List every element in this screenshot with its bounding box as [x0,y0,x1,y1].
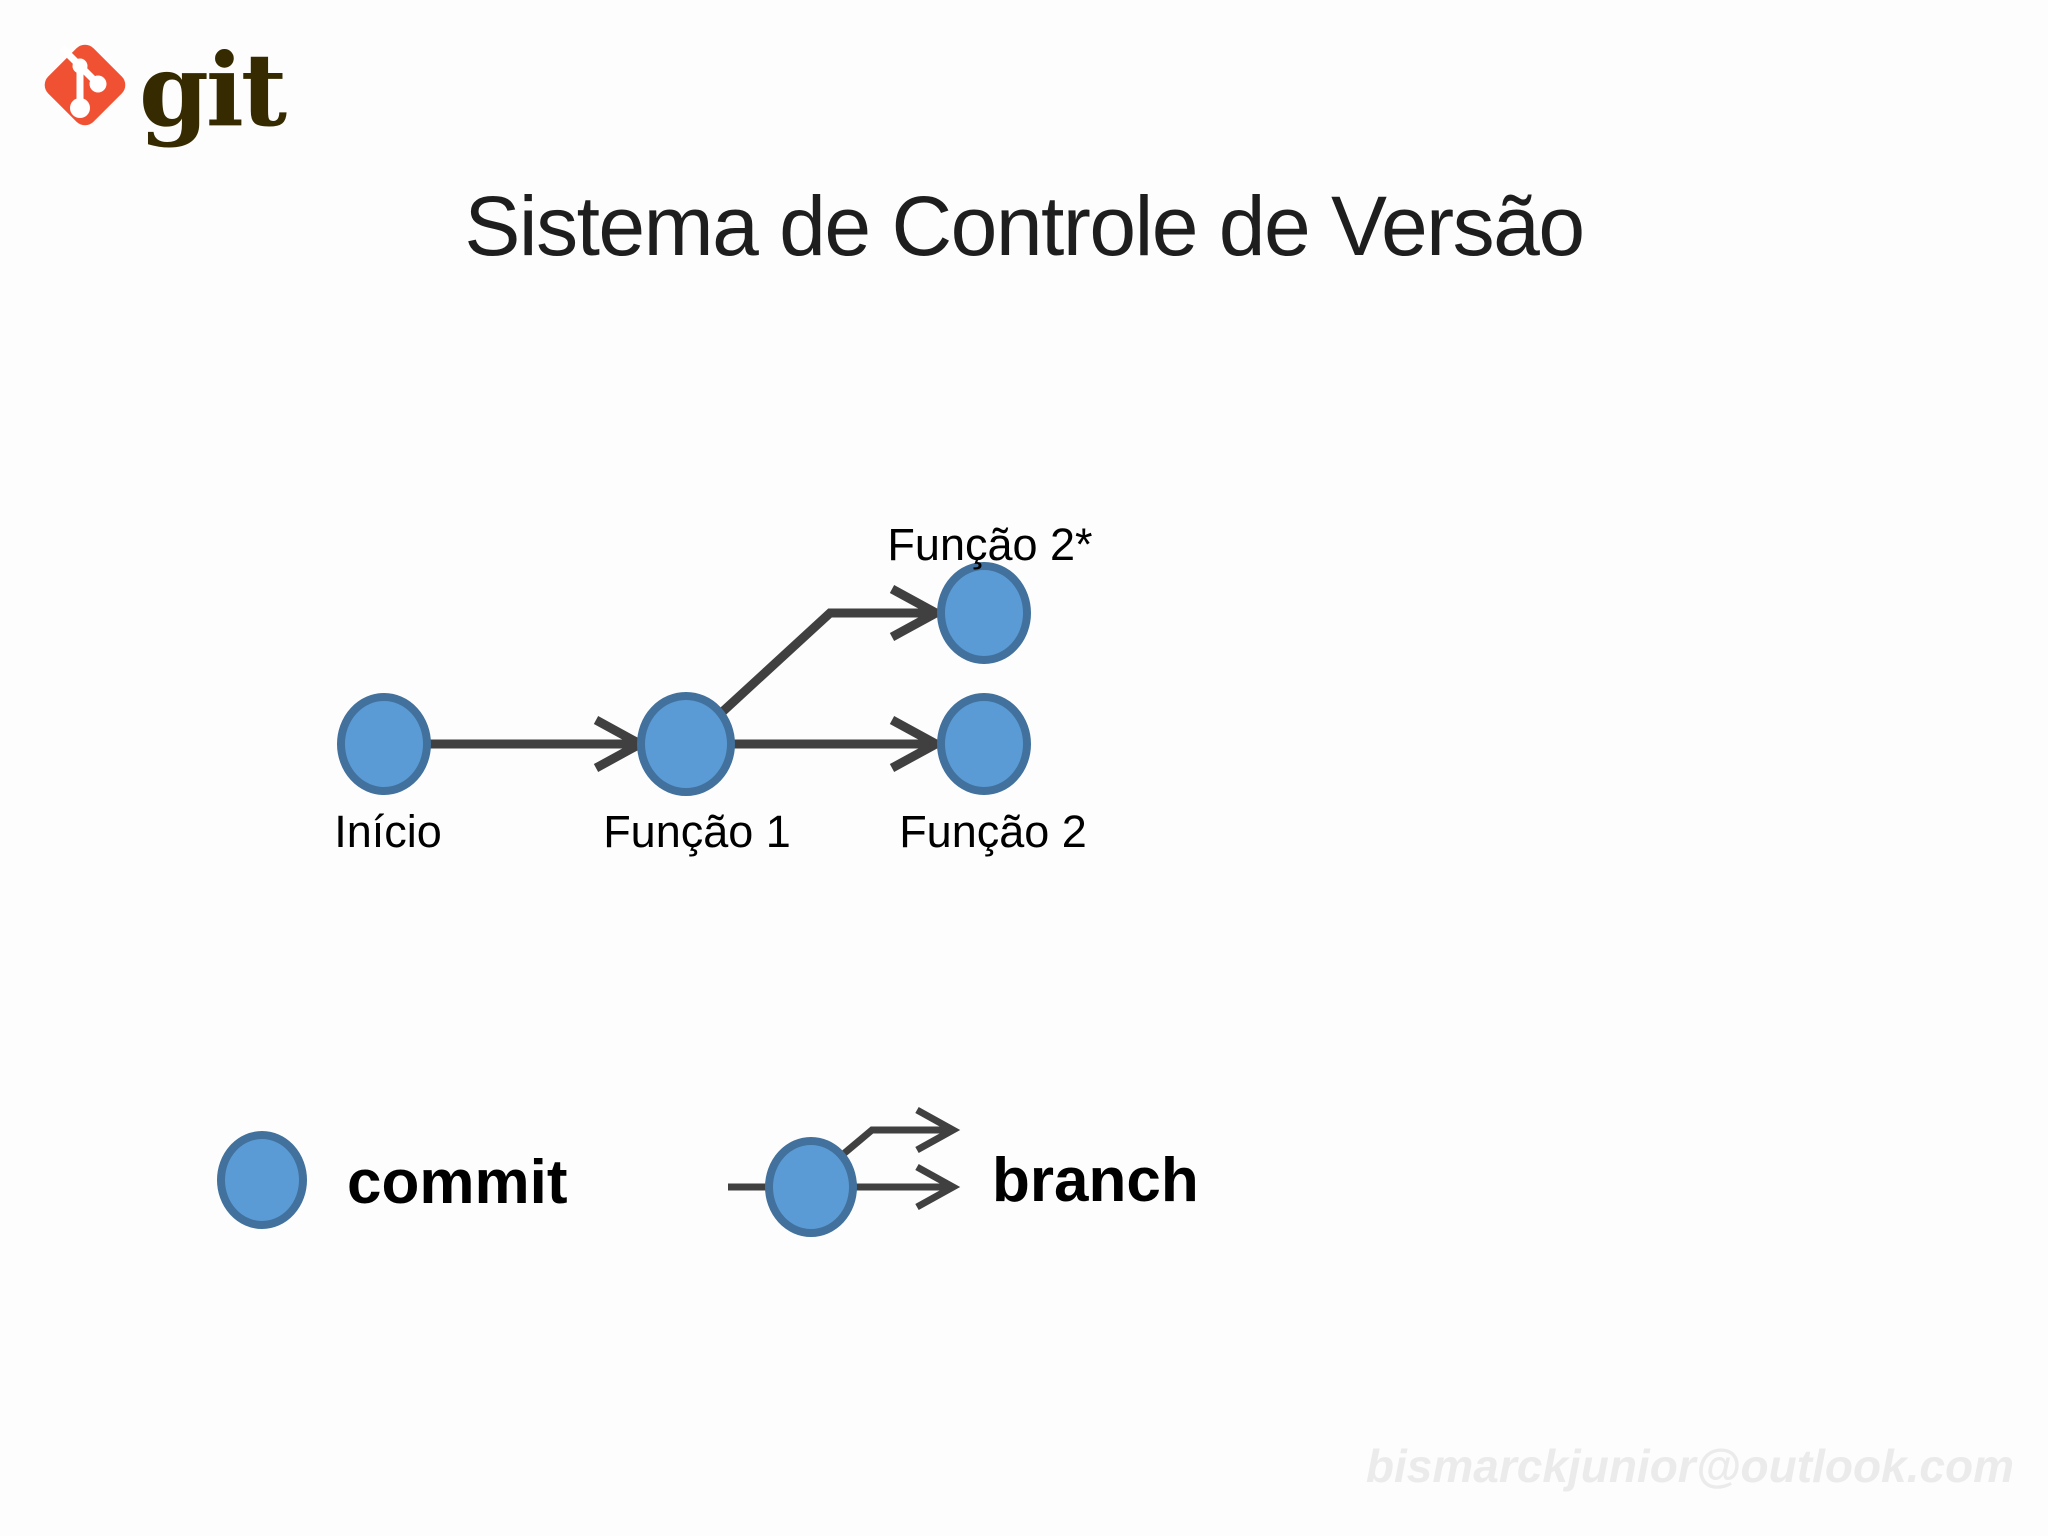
legend-commit-label: commit [347,1148,568,1217]
legend-branch-label: branch [992,1146,1199,1215]
legend-branch-node [765,1137,857,1237]
legend-glyphs [217,1106,961,1237]
git-logo-icon [44,44,126,126]
git-node-bottom [70,98,90,118]
legend-commit-icon [217,1131,307,1229]
arrow-funcao1-funcao2star [715,608,932,719]
node-label-funcao1: Função 1 [603,806,791,857]
page-title: Sistema de Controle de Versão [464,179,1585,273]
legend-branch-upper-shaft [838,1126,950,1159]
arrowhead-funcao1-funcao2star [889,585,946,641]
node-inicio [337,693,431,795]
node-label-funcao2: Função 2 [899,806,1087,857]
node-funcao1 [637,692,735,796]
git-node-right [89,75,107,93]
legend-branch-icon [728,1106,961,1237]
watermark-email: bismarckjunior@outlook.com [1365,1440,2014,1492]
node-funcao2star [937,562,1031,664]
arrowhead-funcao1-funcao2 [889,716,946,772]
legend-branch-upper-head [915,1106,961,1154]
legend-branch-lower-head [915,1163,961,1211]
node-label-funcao2star: Função 2* [887,519,1093,570]
diagram-nodes [337,562,1031,796]
git-node-top [72,58,88,74]
node-label-inicio: Início [334,806,442,857]
git-wordmark: git [139,31,287,149]
node-funcao2 [937,693,1031,795]
git-diamond [44,44,126,126]
